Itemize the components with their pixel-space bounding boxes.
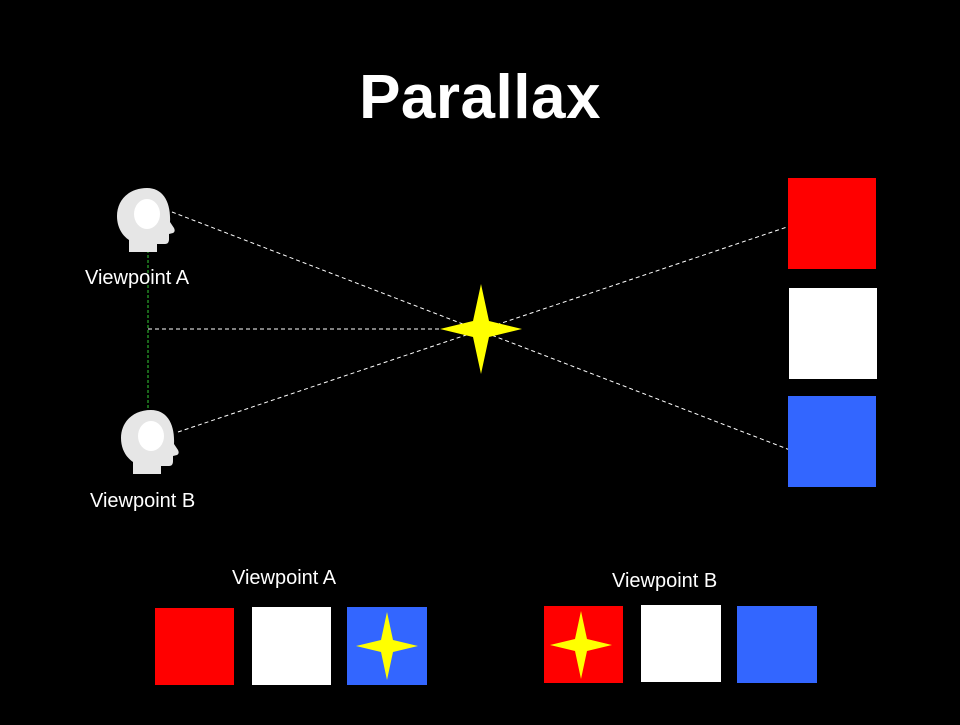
head-icon <box>117 188 175 252</box>
head-icon <box>121 410 179 474</box>
background-white-square <box>789 288 877 379</box>
background-blue-square <box>788 396 876 487</box>
view-a-white-square <box>252 607 331 685</box>
view-b-result <box>544 605 817 683</box>
view-b-white-square <box>641 605 721 682</box>
view-b-blue-square <box>737 606 817 683</box>
background-red-square <box>788 178 876 269</box>
slide-title: Parallax <box>359 63 601 132</box>
view-b-result-label: Viewpoint B <box>612 570 718 592</box>
view-a-result-label: Viewpoint A <box>232 567 337 589</box>
star-icon <box>440 284 522 374</box>
viewpoint-b-label: Viewpoint B <box>90 490 196 512</box>
star-icon <box>356 612 418 680</box>
view-a-red-square <box>155 608 234 685</box>
star-icon <box>550 611 612 679</box>
view-a-result <box>155 607 427 685</box>
viewpoint-a-label: Viewpoint A <box>85 267 190 289</box>
